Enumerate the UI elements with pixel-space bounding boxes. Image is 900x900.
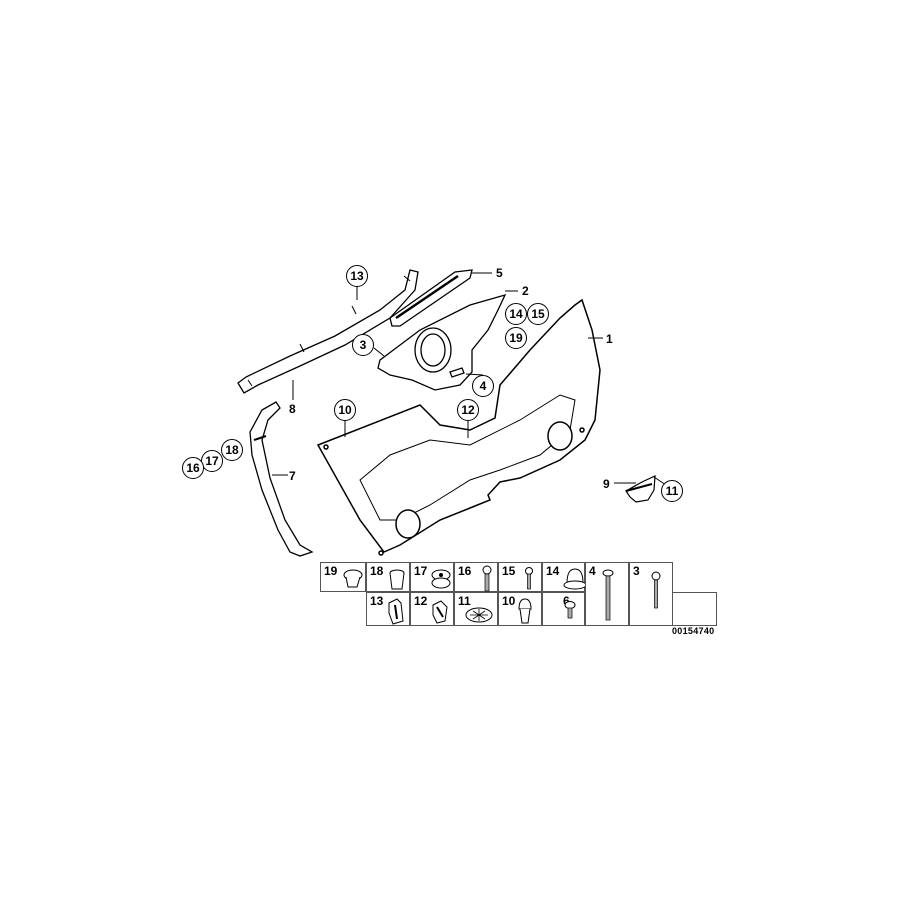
screw-icon — [564, 601, 576, 619]
part-7-pillar-trim — [249, 401, 314, 557]
legend-cell-13: 13 — [366, 592, 410, 626]
callout-3: 3 — [352, 334, 374, 356]
screw-icon — [482, 565, 492, 592]
legend-cell-3: 3 — [629, 562, 673, 626]
legend-cell-19: 19 — [320, 562, 366, 592]
legend-cell-10: 10 — [498, 592, 542, 626]
clip-icon — [432, 600, 448, 624]
screw-icon — [525, 567, 533, 590]
part-9-11-cup — [625, 475, 656, 503]
part-1-main-panel — [316, 298, 601, 556]
clip-icon — [388, 598, 404, 625]
legend-cell-17: 17 — [410, 562, 454, 592]
expanding-rivet-icon — [518, 598, 532, 624]
screw-icon — [651, 571, 661, 609]
cap-icon — [563, 568, 586, 590]
expanding-nut-icon — [389, 569, 405, 590]
callout-16: 16 — [182, 457, 204, 479]
callout-12: 12 — [457, 399, 479, 421]
long-screw-icon — [602, 569, 614, 621]
legend-cell-6: 6 — [542, 592, 585, 626]
expanding-nut-icon — [343, 569, 363, 588]
legend-cell-11: 11 — [454, 592, 498, 626]
part-5-bar — [389, 269, 473, 327]
legend-cell-arrow — [673, 592, 717, 626]
callout-19: 19 — [505, 327, 527, 349]
callout-13: 13 — [346, 265, 368, 287]
part-2-3-bracket — [377, 293, 507, 391]
callout-15: 15 — [527, 303, 549, 325]
callout-17: 17 — [201, 450, 223, 472]
callout-11: 11 — [661, 480, 683, 502]
legend-cell-4: 4 — [585, 562, 629, 626]
label-8: 8 — [289, 402, 296, 416]
plug-icon — [465, 607, 493, 623]
legend-cell-12: 12 — [410, 592, 454, 626]
label-5: 5 — [496, 266, 503, 280]
label-9: 9 — [603, 477, 610, 491]
label-1: 1 — [606, 332, 613, 346]
reference-number: 00154740 — [672, 626, 715, 636]
grommet-icon — [431, 569, 451, 589]
callout-14: 14 — [505, 303, 527, 325]
legend-cell-15: 15 — [498, 562, 542, 592]
legend-cell-18: 18 — [366, 562, 410, 592]
part-8-trim-strip — [237, 269, 419, 394]
legend-cell-16: 16 — [454, 562, 498, 592]
label-2: 2 — [522, 284, 529, 298]
callout-18: 18 — [221, 439, 243, 461]
callout-10: 10 — [334, 399, 356, 421]
callout-4: 4 — [472, 375, 494, 397]
label-7: 7 — [289, 469, 296, 483]
legend-cell-14: 14 — [542, 562, 586, 592]
